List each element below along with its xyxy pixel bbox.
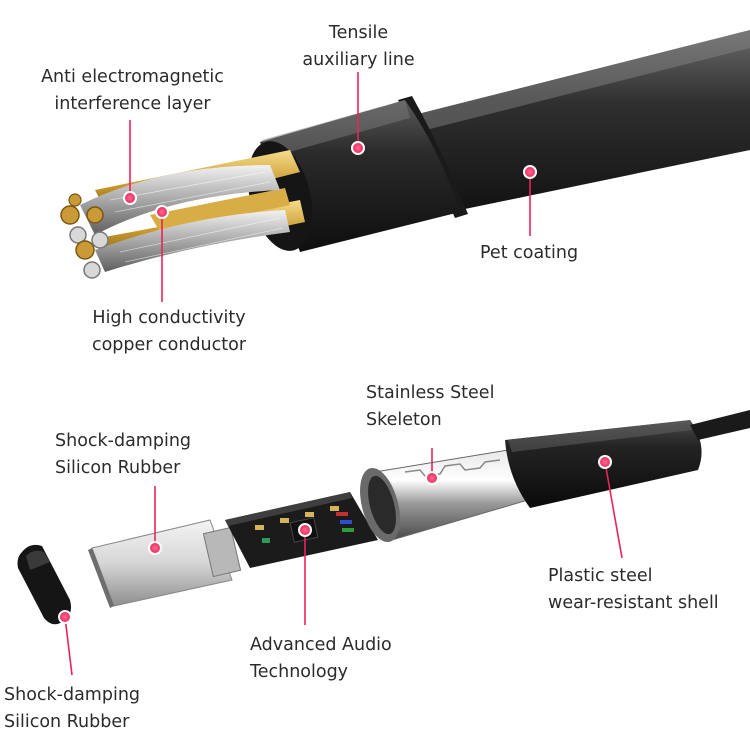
label-line: Pet coating <box>480 243 579 263</box>
label-line: Silicon Rubber <box>55 458 181 478</box>
plastic-steel-shell <box>505 410 750 508</box>
dot-copper <box>155 205 169 219</box>
label-pet-coating: Pet coating <box>480 240 578 267</box>
label-line: Anti electromagnetic <box>41 67 224 87</box>
lightning-plug <box>88 519 242 608</box>
pet-coating-jacket <box>402 30 750 210</box>
dot-pet <box>523 165 537 179</box>
dot-tensile <box>351 141 365 155</box>
label-line: auxiliary line <box>302 50 415 70</box>
label-line: Technology <box>250 662 349 682</box>
label-line: Shock-damping <box>55 431 192 451</box>
dot-shell <box>598 455 612 469</box>
dot-rubber-bottom <box>58 610 72 624</box>
rubber-end-cap <box>17 544 71 625</box>
callout-lines <box>64 72 623 676</box>
label-advanced-audio: Advanced Audio Technology <box>250 632 392 686</box>
label-plastic-steel-shell: Plastic steel wear-resistant shell <box>548 563 719 617</box>
label-line: Skeleton <box>366 410 442 430</box>
label-copper-conductor: High conductivity copper conductor <box>84 305 254 359</box>
cable-illustration <box>60 30 750 279</box>
dot-skeleton <box>425 471 439 485</box>
label-stainless-steel-skeleton: Stainless Steel Skeleton <box>366 380 494 434</box>
dot-audio <box>298 523 312 537</box>
label-emi-layer: Anti electromagnetic interference layer <box>30 64 235 118</box>
steel-skeleton <box>360 447 533 542</box>
label-tensile-auxiliary-line: Tensile auxiliary line <box>296 20 421 74</box>
label-line: Tensile <box>328 23 389 43</box>
callout-dots <box>58 141 612 624</box>
dot-rubber-top <box>148 541 162 555</box>
label-line: High conductivity <box>92 308 246 328</box>
emi-layer-strands <box>80 165 280 235</box>
label-line: Advanced Audio <box>250 635 392 655</box>
label-silicon-rubber-bottom: Shock-damping Silicon Rubber <box>4 682 140 736</box>
label-line: Silicon Rubber <box>4 712 130 732</box>
label-silicon-rubber-top: Shock-damping Silicon Rubber <box>55 428 191 482</box>
label-line: Plastic steel <box>548 566 653 586</box>
dot-emi <box>123 191 137 205</box>
wire-tips <box>60 193 109 279</box>
label-line: wear-resistant shell <box>548 593 719 613</box>
label-line: copper conductor <box>91 335 247 355</box>
label-line: interference layer <box>54 94 211 114</box>
label-line: Stainless Steel <box>366 383 495 403</box>
label-line: Shock-damping <box>4 685 141 705</box>
